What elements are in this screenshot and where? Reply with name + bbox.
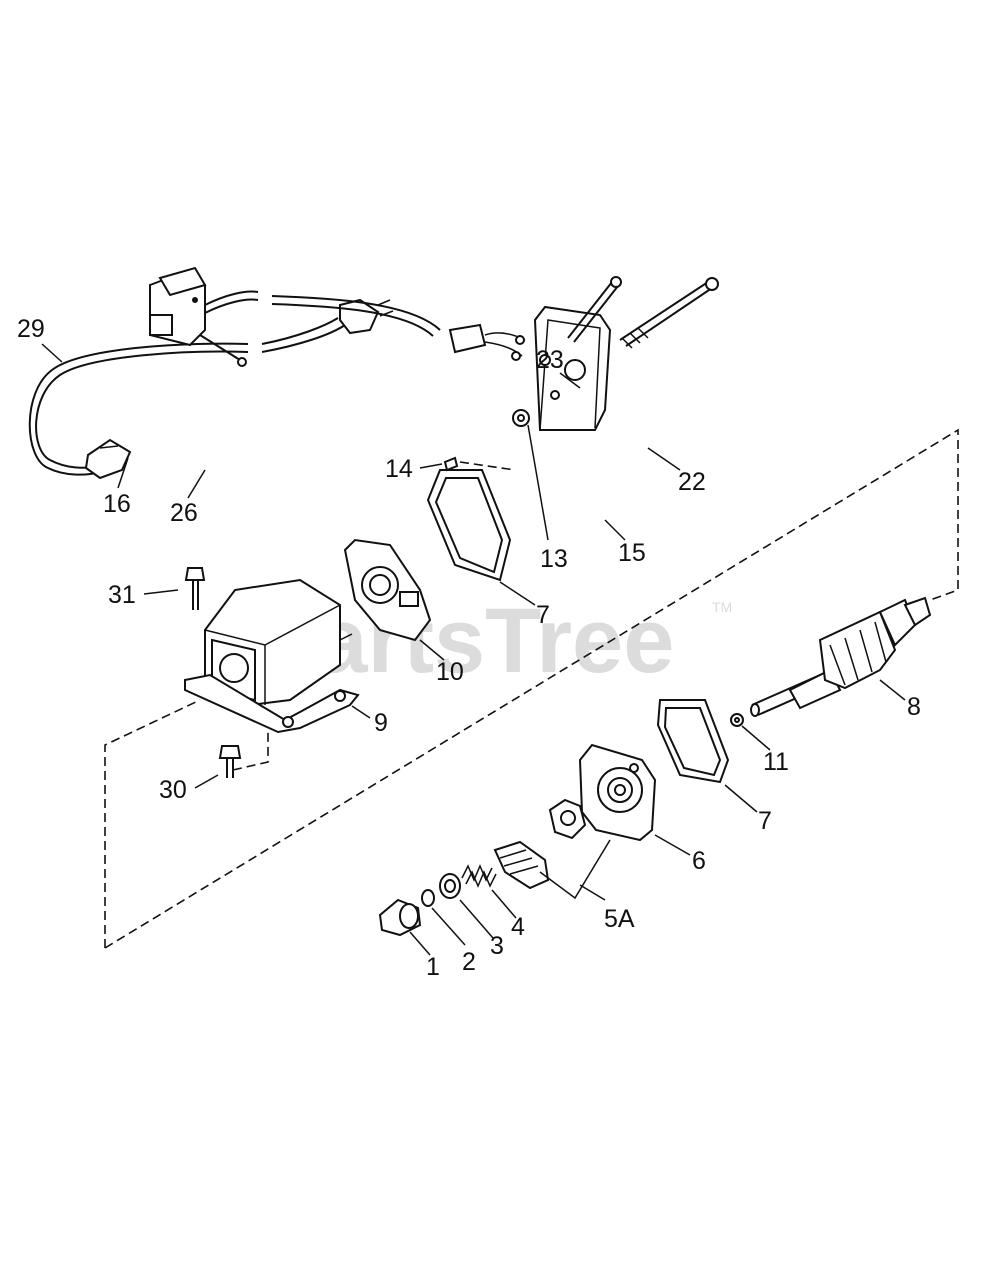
- drive-assembly-5a: [493, 798, 611, 900]
- label-part-4: 4: [511, 913, 525, 941]
- label-part-8: 8: [907, 693, 921, 721]
- label-part-23: 23: [536, 346, 564, 374]
- through-bolt-22: [619, 277, 719, 349]
- screw-26: [199, 334, 247, 367]
- label-part-9: 9: [374, 709, 388, 737]
- label-part-29: 29: [17, 315, 45, 343]
- label-part-7-bottom: 7: [758, 807, 772, 835]
- label-part-1: 1: [426, 953, 440, 981]
- label-part-13: 13: [540, 545, 568, 573]
- power-cord: [28, 298, 394, 480]
- washer-13: [512, 409, 530, 427]
- screw-14: [443, 456, 459, 472]
- screw-23: [567, 276, 622, 343]
- switch-box: [149, 266, 441, 347]
- label-part-7-top: 7: [536, 601, 550, 629]
- label-part-26: 26: [170, 499, 198, 527]
- spring-4: [461, 864, 497, 888]
- label-part-6: 6: [692, 847, 706, 875]
- cap-1: [378, 898, 422, 937]
- drive-end-cap-6: [578, 743, 657, 842]
- label-part-15: 15: [618, 539, 646, 567]
- armature-8: [750, 596, 932, 717]
- leader-lines: [41, 343, 906, 956]
- label-part-14: 14: [385, 455, 413, 483]
- screw-30: [218, 745, 242, 778]
- housing-9: [184, 578, 360, 734]
- label-part-10: 10: [436, 658, 464, 686]
- brush-plate-10: [343, 538, 432, 642]
- label-part-22: 22: [678, 468, 706, 496]
- gasket-7-bottom: [656, 699, 730, 784]
- label-part-3: 3: [490, 932, 504, 960]
- label-part-31: 31: [108, 581, 136, 609]
- label-part-5a: 5A: [604, 905, 635, 933]
- label-part-30: 30: [159, 776, 187, 804]
- label-part-11: 11: [763, 748, 789, 776]
- label-part-16: 16: [103, 490, 131, 518]
- collar-3: [439, 873, 461, 899]
- end-cap-assembly: [448, 305, 612, 431]
- screw-31: [184, 567, 206, 610]
- label-part-2: 2: [462, 948, 476, 976]
- gasket-7-top: [426, 469, 512, 582]
- part-labels: 29 23 14 22 16 26 13 15 31 7 10 9 8 11 3…: [17, 315, 921, 981]
- retaining-ring-2: [421, 889, 435, 907]
- washer-11: [730, 713, 744, 727]
- watermark-trademark: TM: [712, 599, 732, 615]
